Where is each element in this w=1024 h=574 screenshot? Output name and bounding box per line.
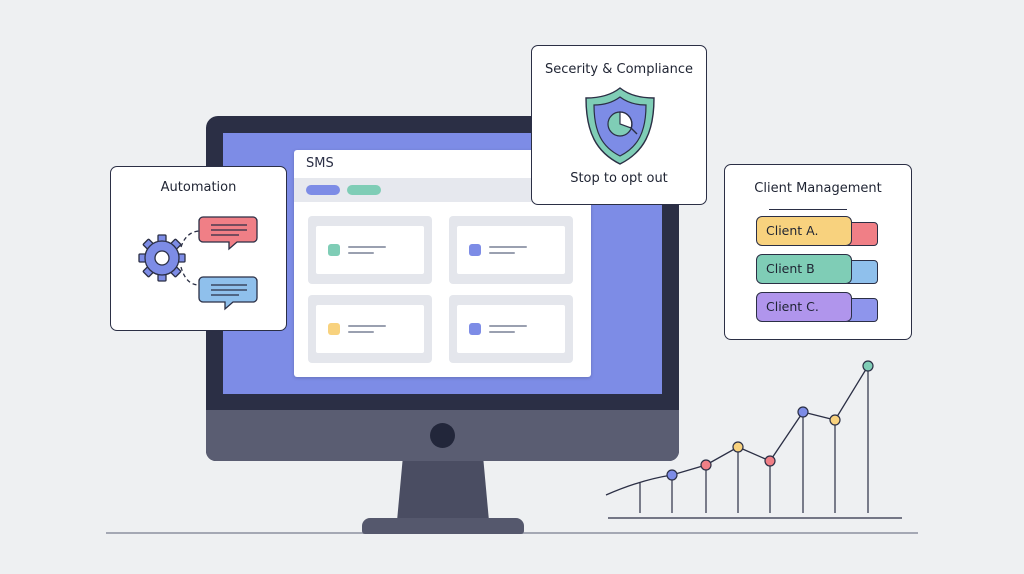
graph-point xyxy=(829,414,841,426)
connector-line xyxy=(180,266,200,286)
card-text-line xyxy=(489,252,515,254)
card-text-line xyxy=(489,331,515,333)
client-management-title: Client Management xyxy=(754,181,882,196)
gear-icon xyxy=(138,234,186,282)
toolbar-pill-green[interactable] xyxy=(347,185,381,195)
sms-card-body xyxy=(316,305,424,353)
chat-bubble-blue-icon xyxy=(198,276,258,311)
graph-point xyxy=(764,455,776,467)
card-text-line xyxy=(489,246,527,248)
graph-point xyxy=(666,469,678,481)
automation-illustration xyxy=(138,216,258,311)
client-tab[interactable]: Client B xyxy=(756,254,852,284)
security-panel: Secerity & Compliance Stop to opt out xyxy=(531,45,707,205)
graph-point xyxy=(700,459,712,471)
card-text-line xyxy=(348,246,386,248)
sms-card[interactable] xyxy=(449,216,573,284)
message-status-icon xyxy=(469,244,481,256)
security-caption: Stop to opt out xyxy=(570,171,668,186)
graph-point xyxy=(732,441,744,453)
monitor-stand-neck xyxy=(397,461,489,521)
security-title: Secerity & Compliance xyxy=(544,62,694,77)
growth-graph-illustration xyxy=(605,360,902,519)
graph-point xyxy=(797,406,809,418)
card-text-line xyxy=(348,325,386,327)
toolbar-pill-blue[interactable] xyxy=(306,185,340,195)
sms-card-body xyxy=(457,226,565,274)
monitor-stand-base xyxy=(362,518,524,534)
message-status-icon xyxy=(469,323,481,335)
client-tab[interactable]: Client A. xyxy=(756,216,852,246)
sms-window-title: SMS xyxy=(306,156,334,171)
shield-icon xyxy=(585,87,655,165)
card-text-line xyxy=(348,252,374,254)
message-status-icon xyxy=(328,244,340,256)
sms-card-body xyxy=(457,305,565,353)
monitor-power-button xyxy=(430,423,455,448)
sms-card[interactable] xyxy=(308,295,432,363)
graph-curve xyxy=(605,365,869,496)
card-text-line xyxy=(489,325,527,327)
sms-card[interactable] xyxy=(449,295,573,363)
sms-window: SMS xyxy=(294,150,591,377)
automation-title: Automation xyxy=(160,180,237,195)
client-management-panel: Client Management Client A. Client B Cli… xyxy=(724,164,912,340)
message-status-icon xyxy=(328,323,340,335)
card-text-line xyxy=(348,331,374,333)
sms-card-body xyxy=(316,226,424,274)
chat-bubble-red-icon xyxy=(198,216,258,251)
connector-line xyxy=(180,230,200,248)
graph-point xyxy=(862,360,874,372)
automation-panel: Automation xyxy=(110,166,287,331)
title-underline xyxy=(769,209,847,210)
client-tab[interactable]: Client C. xyxy=(756,292,852,322)
sms-card[interactable] xyxy=(308,216,432,284)
